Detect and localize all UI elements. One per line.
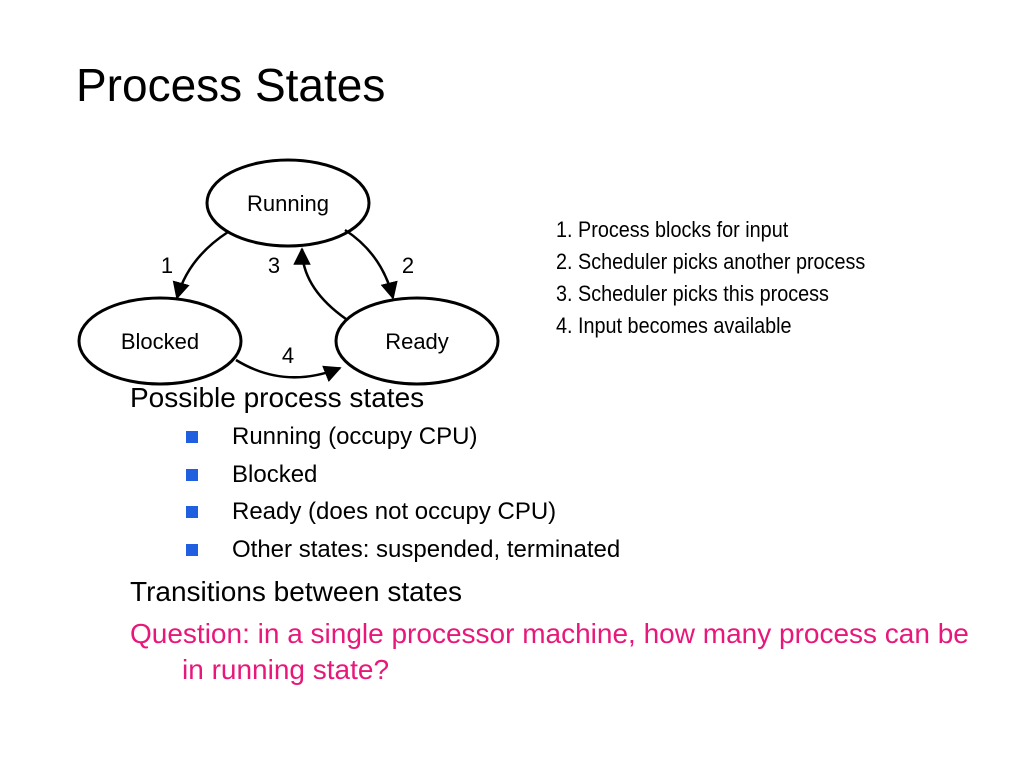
list-item-text: Ready (does not occupy CPU): [232, 498, 557, 525]
heading-transitions: Transitions between states: [130, 576, 463, 607]
question-text: Question: in a single processor machine,…: [130, 618, 969, 685]
transition-3-arrow: [293, 247, 347, 321]
list-item: Running (occupy CPU): [130, 418, 990, 456]
state-ready-node: Ready: [334, 296, 500, 386]
slide-title: Process States: [76, 59, 386, 111]
state-ready-label: Ready: [385, 329, 449, 354]
list-item-text: Blocked: [232, 460, 318, 488]
list-item: Ready (does not occupy CPU): [130, 493, 990, 531]
list-item-text: Running (occupy CPU): [232, 423, 478, 450]
transition-3-label: 3: [268, 253, 280, 278]
transition-1-label: 1: [161, 253, 173, 278]
slide-body: Possible process states Running (occupy …: [130, 380, 990, 688]
transition-1-arrow: [172, 230, 229, 300]
transition-4-arrow: [235, 358, 342, 382]
legend-item: 3. Scheduler picks this process: [556, 281, 829, 306]
square-bullet-icon: [186, 468, 198, 481]
list-item-text: Other states: suspended, terminated: [232, 535, 621, 563]
legend-item: 1. Process blocks for input: [556, 217, 789, 242]
state-blocked-label: Blocked: [121, 329, 199, 354]
square-bullet-icon: [186, 431, 198, 443]
transition-legend: 1. Process blocks for input 2. Scheduler…: [556, 214, 865, 342]
states-list: Running (occupy CPU) Blocked Ready (does…: [130, 418, 990, 568]
list-item: Other states: suspended, terminated: [130, 531, 990, 569]
transition-2-label: 2: [402, 253, 414, 278]
legend-item: 4. Input becomes available: [556, 313, 792, 338]
transition-2-arrow: [344, 228, 398, 300]
state-running-node: Running: [205, 158, 371, 248]
list-item: Blocked: [130, 456, 990, 494]
state-blocked-node: Blocked: [77, 296, 243, 386]
transition-4-label: 4: [282, 343, 294, 368]
square-bullet-icon: [186, 506, 198, 518]
heading-possible-states: Possible process states: [130, 382, 425, 413]
state-running-label: Running: [247, 191, 329, 216]
square-bullet-icon: [186, 543, 198, 556]
legend-item: 2. Scheduler picks another process: [556, 249, 866, 274]
